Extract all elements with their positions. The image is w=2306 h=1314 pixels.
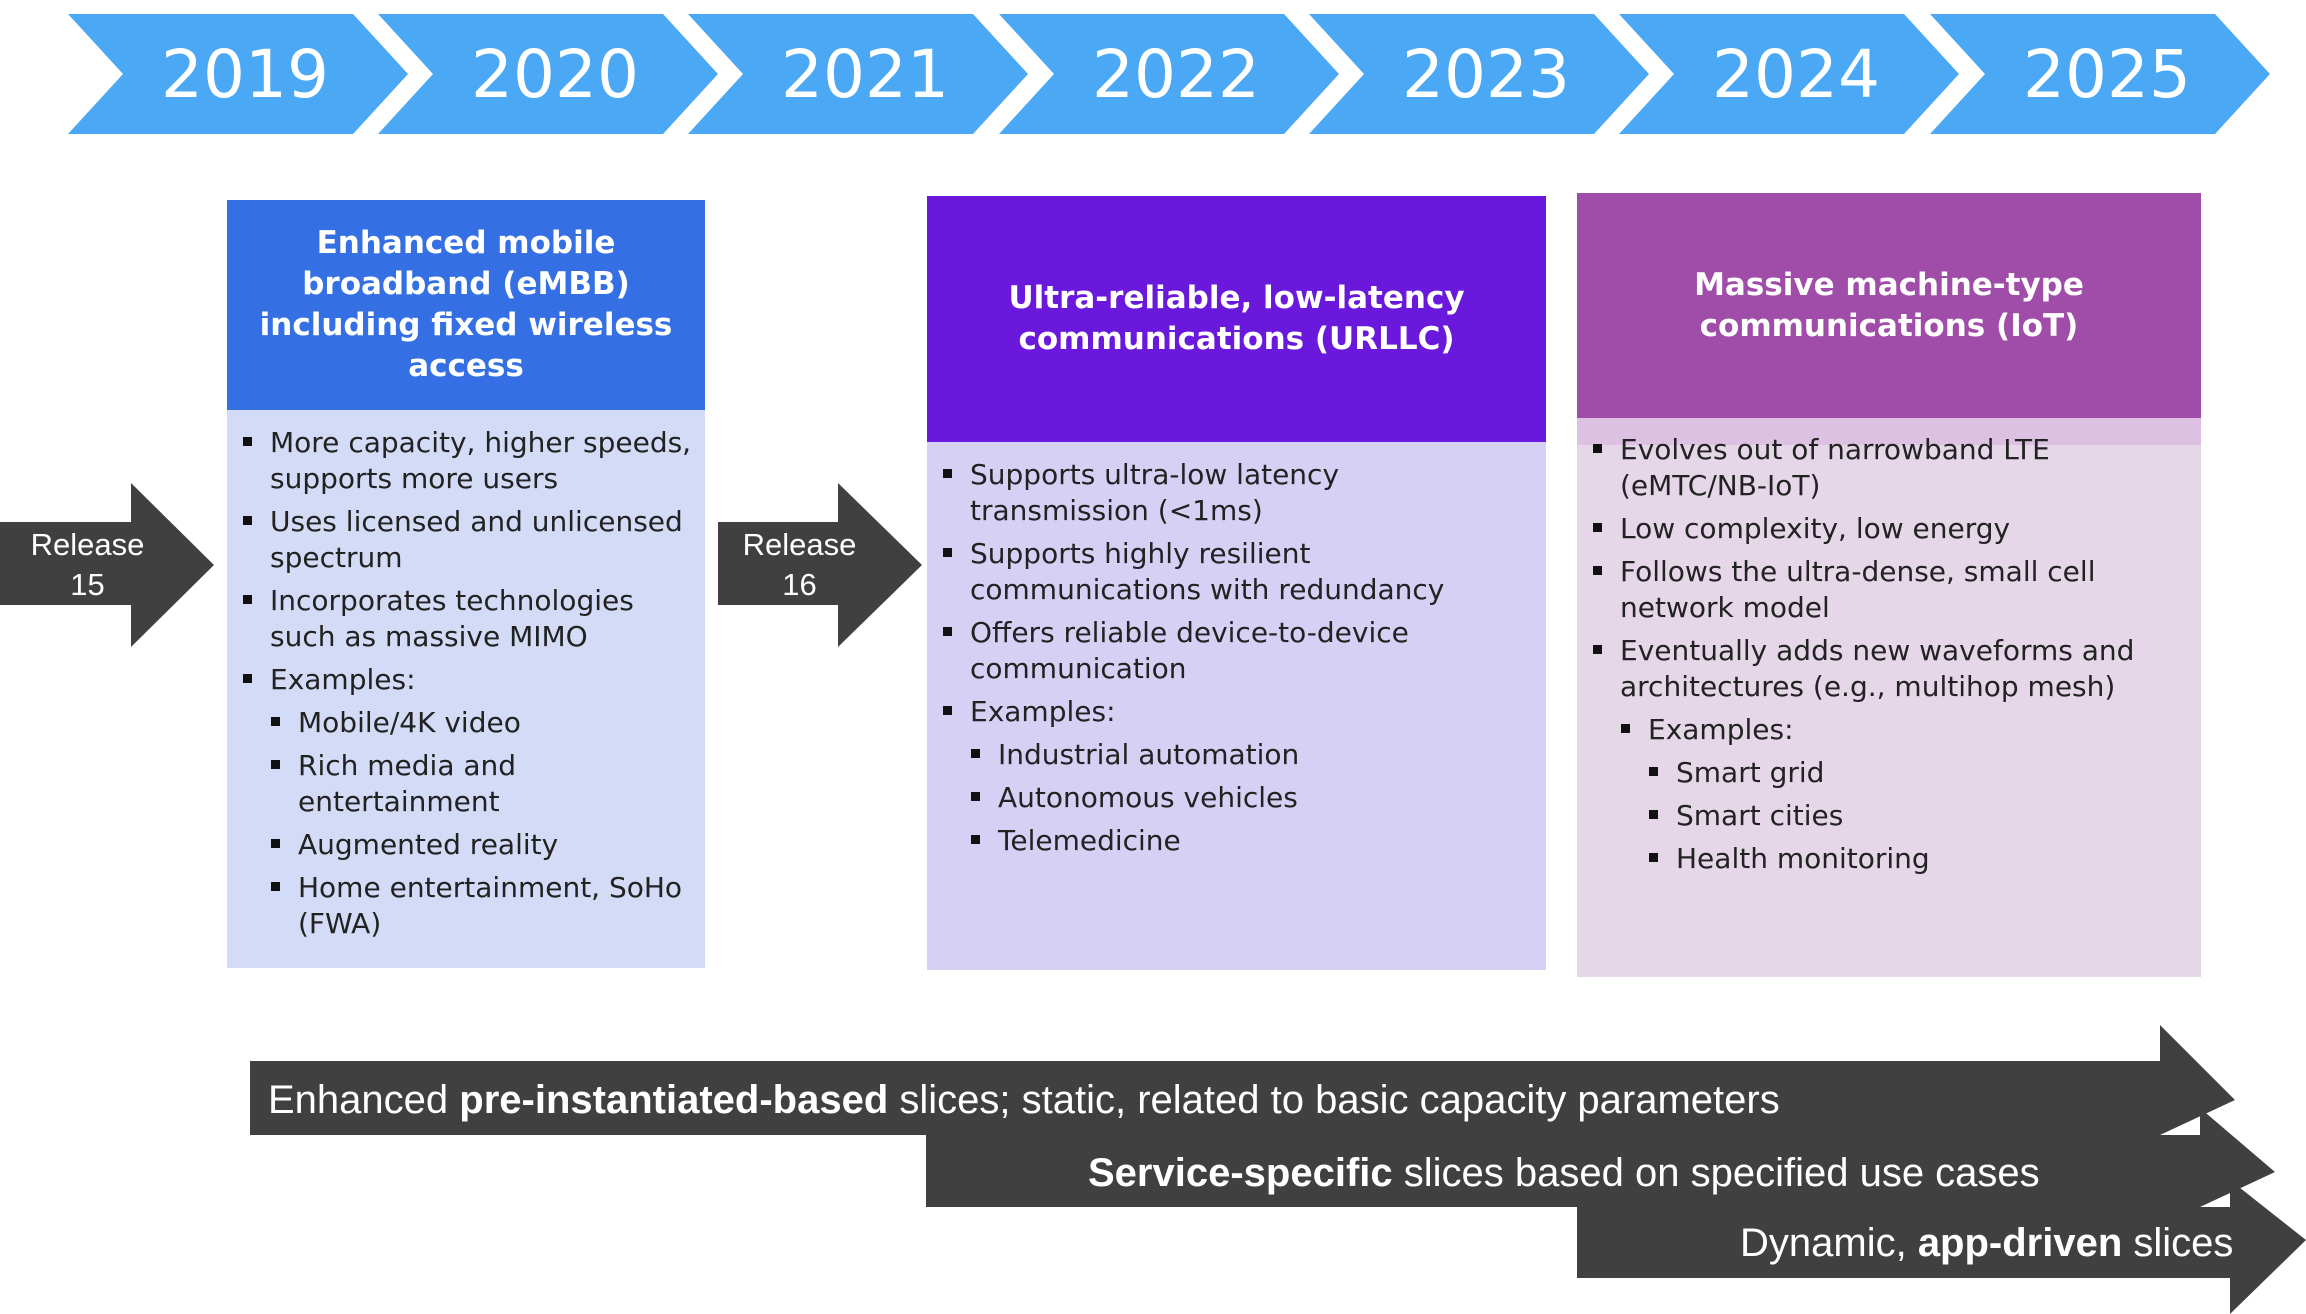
- list-item: Low complexity, low energy: [1593, 511, 2181, 547]
- year-label-2023: 2023: [1402, 35, 1570, 113]
- slice-text-2-post: slices based on specified use cases: [1392, 1151, 2040, 1195]
- list-item: Incorporates technologies such as massiv…: [243, 583, 705, 655]
- timeline: [68, 14, 2270, 134]
- list-item: Offers reliable device-to-device communi…: [943, 615, 1526, 687]
- list-item: Eventually adds new waveforms and archit…: [1593, 633, 2181, 877]
- card-iot-header-bg: [1577, 193, 2201, 418]
- year-label-2019: 2019: [161, 35, 329, 113]
- list-item-text: Eventually adds new waveforms and archit…: [1620, 634, 2135, 703]
- card-embb-body-bg: [227, 410, 705, 968]
- slice-arrow-1: [250, 1025, 2235, 1135]
- list-item: Evolves out of narrowband LTE (eMTC/NB-I…: [1593, 432, 2181, 504]
- slice-text-3-pre: Dynamic,: [1740, 1221, 1918, 1265]
- release-15-line1: Release: [30, 527, 145, 562]
- card-urllc-title: Ultra-reliable, low-latency communicatio…: [1008, 280, 1465, 357]
- list-item-examples: Examples: Smart grid Smart cities Health…: [1621, 712, 2181, 877]
- list-item: Rich media and entertainment: [271, 748, 705, 820]
- card-urllc-body: Supports ultra-low latency transmission …: [927, 457, 1546, 866]
- year-chevron-2023: [1309, 14, 1649, 134]
- year-chevron-2019: [68, 14, 408, 134]
- year-label-2020: 2020: [471, 35, 639, 113]
- list-item: Supports highly resilient communications…: [943, 536, 1526, 608]
- release-16-label: Release 16: [722, 525, 877, 605]
- card-iot-band: [1577, 418, 2201, 445]
- list-item: Industrial automation: [971, 737, 1526, 773]
- slice-text-2-bold: Service-specific: [1088, 1151, 1393, 1195]
- release-15-line2: 15: [70, 567, 105, 602]
- list-item: Smart cities: [1649, 798, 2181, 834]
- list-item-examples: Examples: Mobile/4K video Rich media and…: [243, 662, 705, 942]
- release-16-line1: Release: [742, 527, 857, 562]
- slice-text-3-post: slices: [2122, 1221, 2234, 1265]
- card-iot-examples: Smart grid Smart cities Health monitorin…: [1648, 755, 2181, 877]
- release-15-arrow: [0, 483, 214, 647]
- year-chevron-2022: [999, 14, 1339, 134]
- slice-text-1: Enhanced pre-instantiated-based slices; …: [268, 1075, 1780, 1125]
- slice-text-3: Dynamic, app-driven slices: [1740, 1218, 2233, 1268]
- slice-text-3-bold: app-driven: [1917, 1221, 2123, 1265]
- card-embb-header-bg: [227, 200, 705, 410]
- list-item: Telemedicine: [971, 823, 1526, 859]
- year-label-2022: 2022: [1092, 35, 1260, 113]
- year-label-2024: 2024: [1712, 35, 1880, 113]
- card-iot-title: Massive machine-type communications (IoT…: [1694, 266, 2084, 344]
- release-16-line2: 16: [782, 567, 817, 602]
- slice-arrow-2: [926, 1108, 2275, 1207]
- slice-text-1-bold: pre-instantiated-based: [459, 1078, 889, 1122]
- release-15-label: Release 15: [10, 525, 165, 605]
- card-embb-title: Enhanced mobile broadband (eMBB) includi…: [259, 225, 673, 384]
- slice-text-1-post: slices; static, related to basic capacit…: [888, 1078, 1780, 1122]
- release-16-arrow: [718, 483, 922, 647]
- card-iot-bullets: Evolves out of narrowband LTE (eMTC/NB-I…: [1577, 432, 2201, 877]
- slice-arrow-3: [1577, 1180, 2306, 1314]
- list-item: Autonomous vehicles: [971, 780, 1526, 816]
- card-urllc-header-bg: [927, 196, 1546, 442]
- card-iot-body-bg: [1577, 445, 2201, 977]
- year-chevron-2020: [378, 14, 718, 134]
- year-chevron-2025: [1930, 14, 2270, 134]
- list-item-examples: Examples: Industrial automation Autonomo…: [943, 694, 1526, 859]
- card-embb-body: More capacity, higher speeds, supports m…: [227, 425, 705, 949]
- list-item: Smart grid: [1649, 755, 2181, 791]
- list-item: Mobile/4K video: [271, 705, 705, 741]
- examples-label: Examples:: [970, 695, 1116, 728]
- list-item: Health monitoring: [1649, 841, 2181, 877]
- list-item: Supports ultra-low latency transmission …: [943, 457, 1526, 529]
- list-item: More capacity, higher speeds, supports m…: [243, 425, 705, 497]
- card-iot-sub: Examples: Smart grid Smart cities Health…: [1620, 712, 2181, 877]
- list-item: Home entertainment, SoHo (FWA): [271, 870, 705, 942]
- year-chevron-2021: [688, 14, 1028, 134]
- list-item: Augmented reality: [271, 827, 705, 863]
- examples-label: Examples:: [1648, 713, 1794, 746]
- year-label-2021: 2021: [781, 35, 949, 113]
- card-iot-body: Evolves out of narrowband LTE (eMTC/NB-I…: [1577, 432, 2201, 884]
- year-chevron-2024: [1619, 14, 1959, 134]
- card-urllc-body-bg: [927, 442, 1546, 970]
- list-item: Uses licensed and unlicensed spectrum: [243, 504, 705, 576]
- list-item: Follows the ultra-dense, small cell netw…: [1593, 554, 2181, 626]
- year-label-2025: 2025: [2023, 35, 2191, 113]
- card-urllc-bullets: Supports ultra-low latency transmission …: [927, 457, 1546, 859]
- examples-label: Examples:: [270, 663, 416, 696]
- slice-text-2: Service-specific slices based on specifi…: [1088, 1148, 2040, 1198]
- card-embb-bullets: More capacity, higher speeds, supports m…: [227, 425, 705, 942]
- card-embb-examples: Mobile/4K video Rich media and entertain…: [270, 705, 705, 942]
- card-urllc-examples: Industrial automation Autonomous vehicle…: [970, 737, 1526, 859]
- slice-text-1-pre: Enhanced: [268, 1078, 460, 1122]
